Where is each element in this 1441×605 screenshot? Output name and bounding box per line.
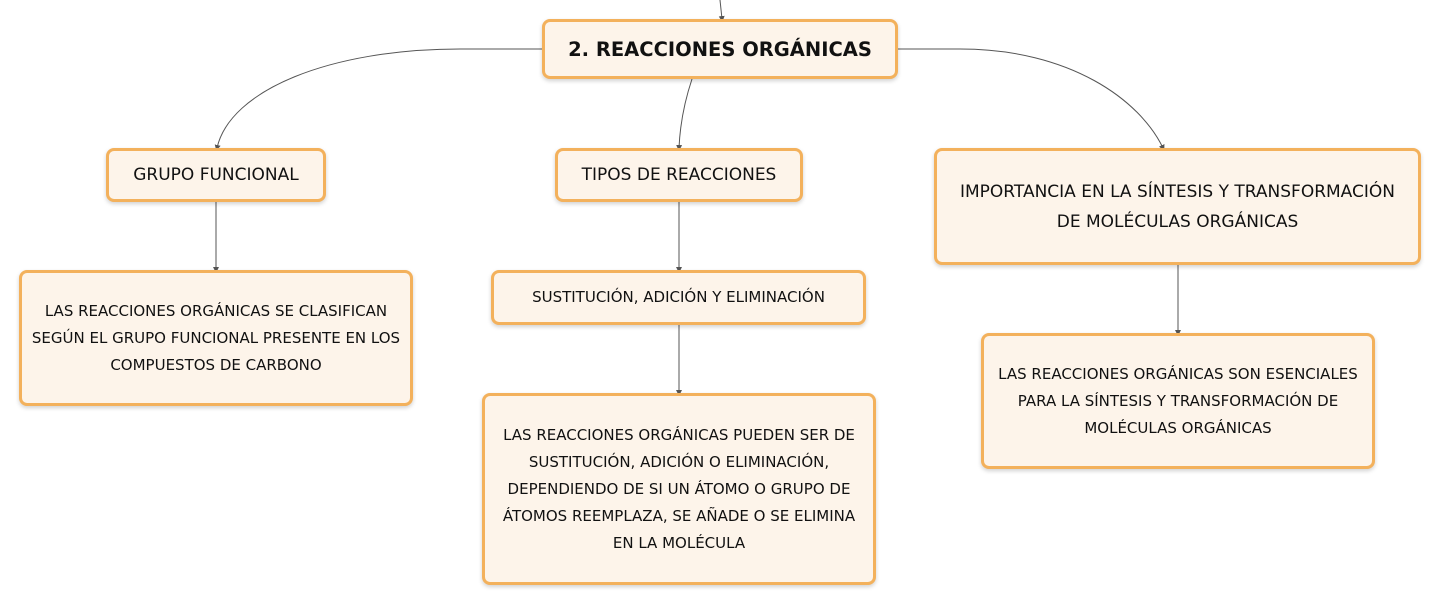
topic-label-tipos-de-reacciones: TIPOS DE REACCIONES — [581, 165, 777, 185]
topic-label-importancia: IMPORTANCIA EN LA SÍNTESIS Y TRANSFORMAC… — [959, 181, 1395, 232]
topic-node-tipos-de-reacciones[interactable]: TIPOS DE REACCIONES — [555, 148, 803, 202]
connector-root-to-importancia — [898, 48, 1165, 151]
topic-label-grupo-funcional: GRUPO FUNCIONAL — [133, 165, 299, 185]
connector-incoming — [718, 0, 725, 22]
subtopic-node-grupo-funcional-desc[interactable]: LAS REACCIONES ORGÁNICAS SE CLASIFICAN S… — [19, 270, 413, 406]
subtopic-label-importancia-desc: LAS REACCIONES ORGÁNICAS SON ESENCIALES … — [998, 364, 1358, 437]
topic-node-importancia[interactable]: IMPORTANCIA EN LA SÍNTESIS Y TRANSFORMAC… — [934, 148, 1421, 265]
root-topic-node[interactable]: 2. REACCIONES ORGÁNICAS — [542, 19, 898, 79]
root-topic-label: 2. REACCIONES ORGÁNICAS — [568, 37, 872, 61]
subtopic-node-tipos-desc[interactable]: LAS REACCIONES ORGÁNICAS PUEDEN SER DE S… — [482, 393, 876, 585]
connector-root-to-tipos-de-reacciones — [676, 78, 693, 151]
subtopic-node-sustitucion[interactable]: SUSTITUCIÓN, ADICIÓN Y ELIMINACIÓN — [491, 270, 866, 325]
topic-node-grupo-funcional[interactable]: GRUPO FUNCIONAL — [106, 148, 326, 202]
subtopic-label-sustitucion: SUSTITUCIÓN, ADICIÓN Y ELIMINACIÓN — [532, 288, 825, 306]
subtopic-label-tipos-desc: LAS REACCIONES ORGÁNICAS PUEDEN SER DE S… — [502, 425, 856, 552]
connector-root-to-grupo-funcional — [214, 48, 542, 151]
subtopic-label-grupo-funcional-desc: LAS REACCIONES ORGÁNICAS SE CLASIFICAN S… — [31, 301, 401, 374]
subtopic-node-importancia-desc[interactable]: LAS REACCIONES ORGÁNICAS SON ESENCIALES … — [981, 333, 1375, 469]
